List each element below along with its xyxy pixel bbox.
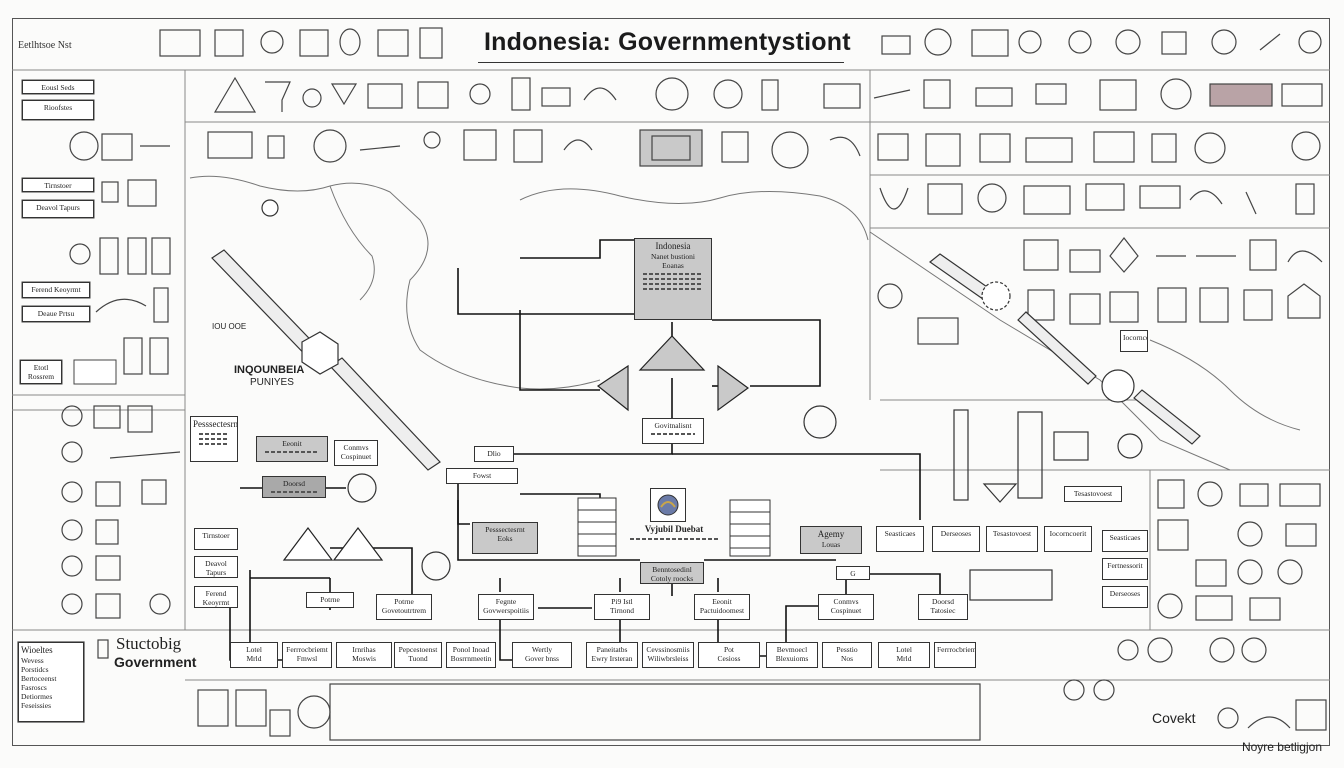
icon-row-1 (159, 27, 1322, 59)
top-left-note: Eetlhtsoe Nst (18, 40, 72, 51)
inquisite-label: INQOUNBEIA (234, 364, 305, 376)
ribbon-connectors (211, 249, 1201, 471)
left-flow-node[interactable]: Pesssectesrnt Eoks (472, 522, 538, 554)
main-node-title: Indonesia (655, 241, 691, 251)
left-panel-item: Deaue Prtsu (22, 306, 90, 322)
legend-title: Wioeltes (21, 645, 53, 655)
legend-row: Wevess (21, 656, 44, 665)
legend-row: Detiormes (21, 692, 53, 701)
gov-node-2[interactable]: Fowst (446, 468, 518, 484)
flow-row-node[interactable]: Potrne (306, 592, 354, 608)
side-node[interactable]: Dlio (474, 446, 514, 462)
right-mid-node[interactable]: Derseoses (1102, 586, 1148, 608)
left-panel-item: Ferend Keoyrmt (22, 282, 90, 298)
right-mid-node[interactable]: Tesastovoest (1064, 486, 1122, 502)
icon-row-lower-right (1157, 479, 1321, 621)
left-panel-item: Tirnstoer (22, 178, 94, 192)
government-label: Government (114, 654, 197, 670)
covert-label: Covekt (1152, 710, 1196, 726)
right-mid-node[interactable]: Iocorncoerit (1120, 330, 1148, 352)
page-title: Indonesia: Governmentystiont (484, 28, 851, 56)
main-node[interactable]: Indonesia Nanet bustioni Eoanas (634, 238, 712, 320)
column-blocks (577, 497, 771, 557)
side-tag[interactable]: G (836, 566, 870, 580)
central-banner-node[interactable]: Benntosedinl Cotoly roocks (640, 562, 704, 584)
right-mid-node[interactable]: Seasticaes (876, 526, 924, 552)
mid-icons (347, 405, 1143, 601)
right-mid-node[interactable]: Tesastovoest (986, 526, 1038, 552)
right-mid-node[interactable]: Derseoses (932, 526, 980, 552)
right-mid-node[interactable]: Fertnessorit (1102, 558, 1148, 580)
emblem-seal (650, 488, 686, 522)
legend-row: Feseissies (21, 701, 51, 710)
icon-row-2 (213, 76, 1323, 113)
seal-caption: Vyjubil Duebat (622, 522, 726, 552)
signature-text: Noyre betligjon (1241, 740, 1322, 754)
left-panel-item: Deavol Tapurs (22, 200, 94, 218)
triangle-nodes (282, 335, 750, 561)
right-mid-node[interactable]: Iocorncoerit (1044, 526, 1092, 552)
diagram-frame (12, 18, 1330, 746)
left-panel-item: Etotl Rossrem (20, 360, 62, 384)
icon-row-4 (879, 183, 1315, 215)
title-banner: Indonesia: Governmentystiont (478, 26, 851, 63)
left-panel-item: Eousl Seds (22, 80, 94, 94)
left-diamond-node[interactable]: Ferend Keoyrmt (194, 586, 238, 608)
legend-row: Bertoceenst (21, 674, 57, 683)
icon-row-5 (877, 237, 1323, 345)
legend-box: Wioeltes Wevess Porstidcs Bertoceenst Fa… (18, 642, 84, 722)
bottom-node[interactable]: Ferrrocbriemt (934, 642, 976, 668)
left-diamond-node[interactable]: Deavol Tapurs (194, 556, 238, 578)
icon-grid (159, 27, 1327, 741)
gov-node-1[interactable]: Govitnalisnt (642, 418, 704, 444)
left-text-card: Pesssectesrnt (190, 416, 238, 462)
left-diamond-node[interactable]: Tirnstoer (194, 528, 238, 550)
left-panel-boxes (19, 79, 117, 385)
icon-row-bottom (197, 637, 1327, 741)
map-outline (189, 175, 1301, 471)
legend-row: Fasroscs (21, 683, 47, 692)
grey-block-node[interactable]: Eeonit (256, 436, 328, 462)
left-panel-item: Rioofstes (22, 100, 94, 120)
agency-node[interactable]: Agemy Louas (800, 526, 862, 554)
grid-lines (12, 69, 1330, 681)
icon-row-3 (207, 129, 1321, 169)
hex-node (261, 199, 1135, 403)
purposes-label: PUNIYES (250, 377, 294, 388)
legend-row: Porstidcs (21, 665, 49, 674)
right-mid-node[interactable]: Seasticaes (1102, 530, 1148, 552)
structure-label: Stuctobig (116, 634, 182, 653)
iou-label: IOU OOE (212, 322, 247, 331)
grey-flow-node[interactable]: Doorsd (262, 476, 326, 498)
